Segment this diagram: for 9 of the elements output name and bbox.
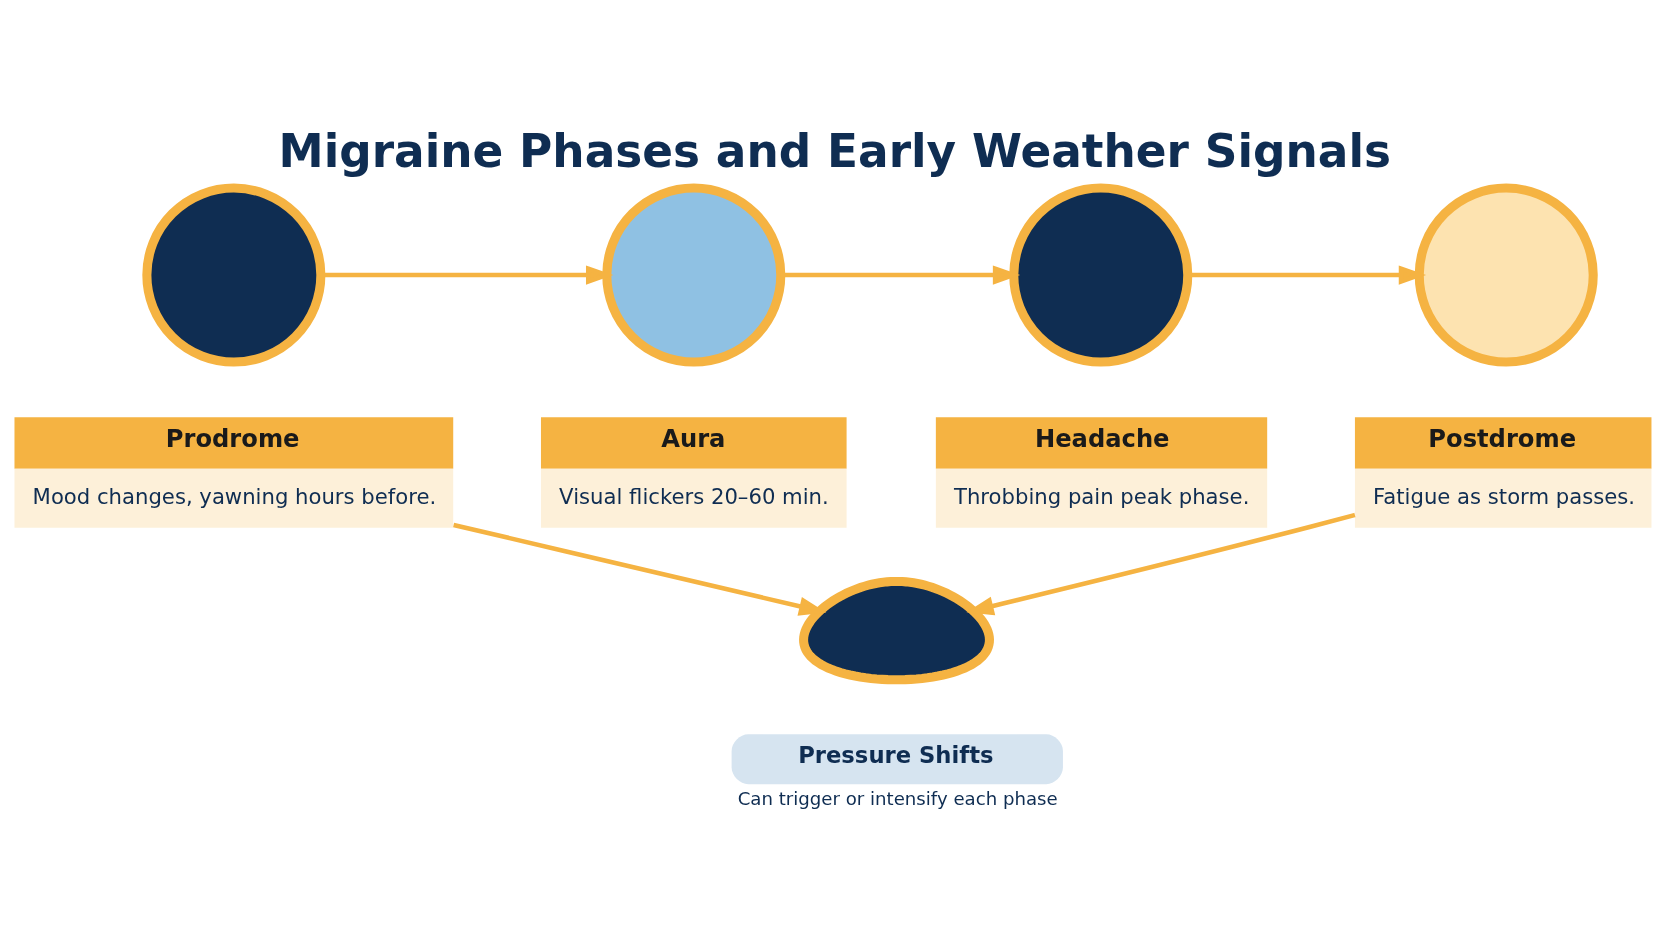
arrow xyxy=(966,512,1356,615)
node-circle xyxy=(142,183,326,367)
node-circle xyxy=(602,183,786,367)
node-circle xyxy=(1009,183,1193,367)
arrow xyxy=(453,522,827,616)
diagram-title: Migraine Phases and Early Weather Signals xyxy=(278,124,1391,178)
node-label: Can trigger or intensify each phase xyxy=(737,787,1058,809)
node-circle xyxy=(1414,183,1598,367)
node-box: Pressure Shifts xyxy=(731,733,1063,784)
